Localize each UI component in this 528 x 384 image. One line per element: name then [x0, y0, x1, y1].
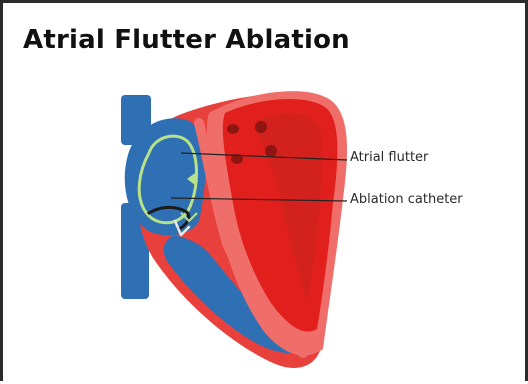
vein-opening-4	[265, 145, 277, 157]
vein-opening-1	[227, 124, 239, 134]
vein-opening-2	[255, 121, 267, 133]
ablation-catheter-label: Ablation catheter	[350, 192, 463, 207]
atrial-flutter-label: Atrial flutter	[350, 150, 428, 165]
